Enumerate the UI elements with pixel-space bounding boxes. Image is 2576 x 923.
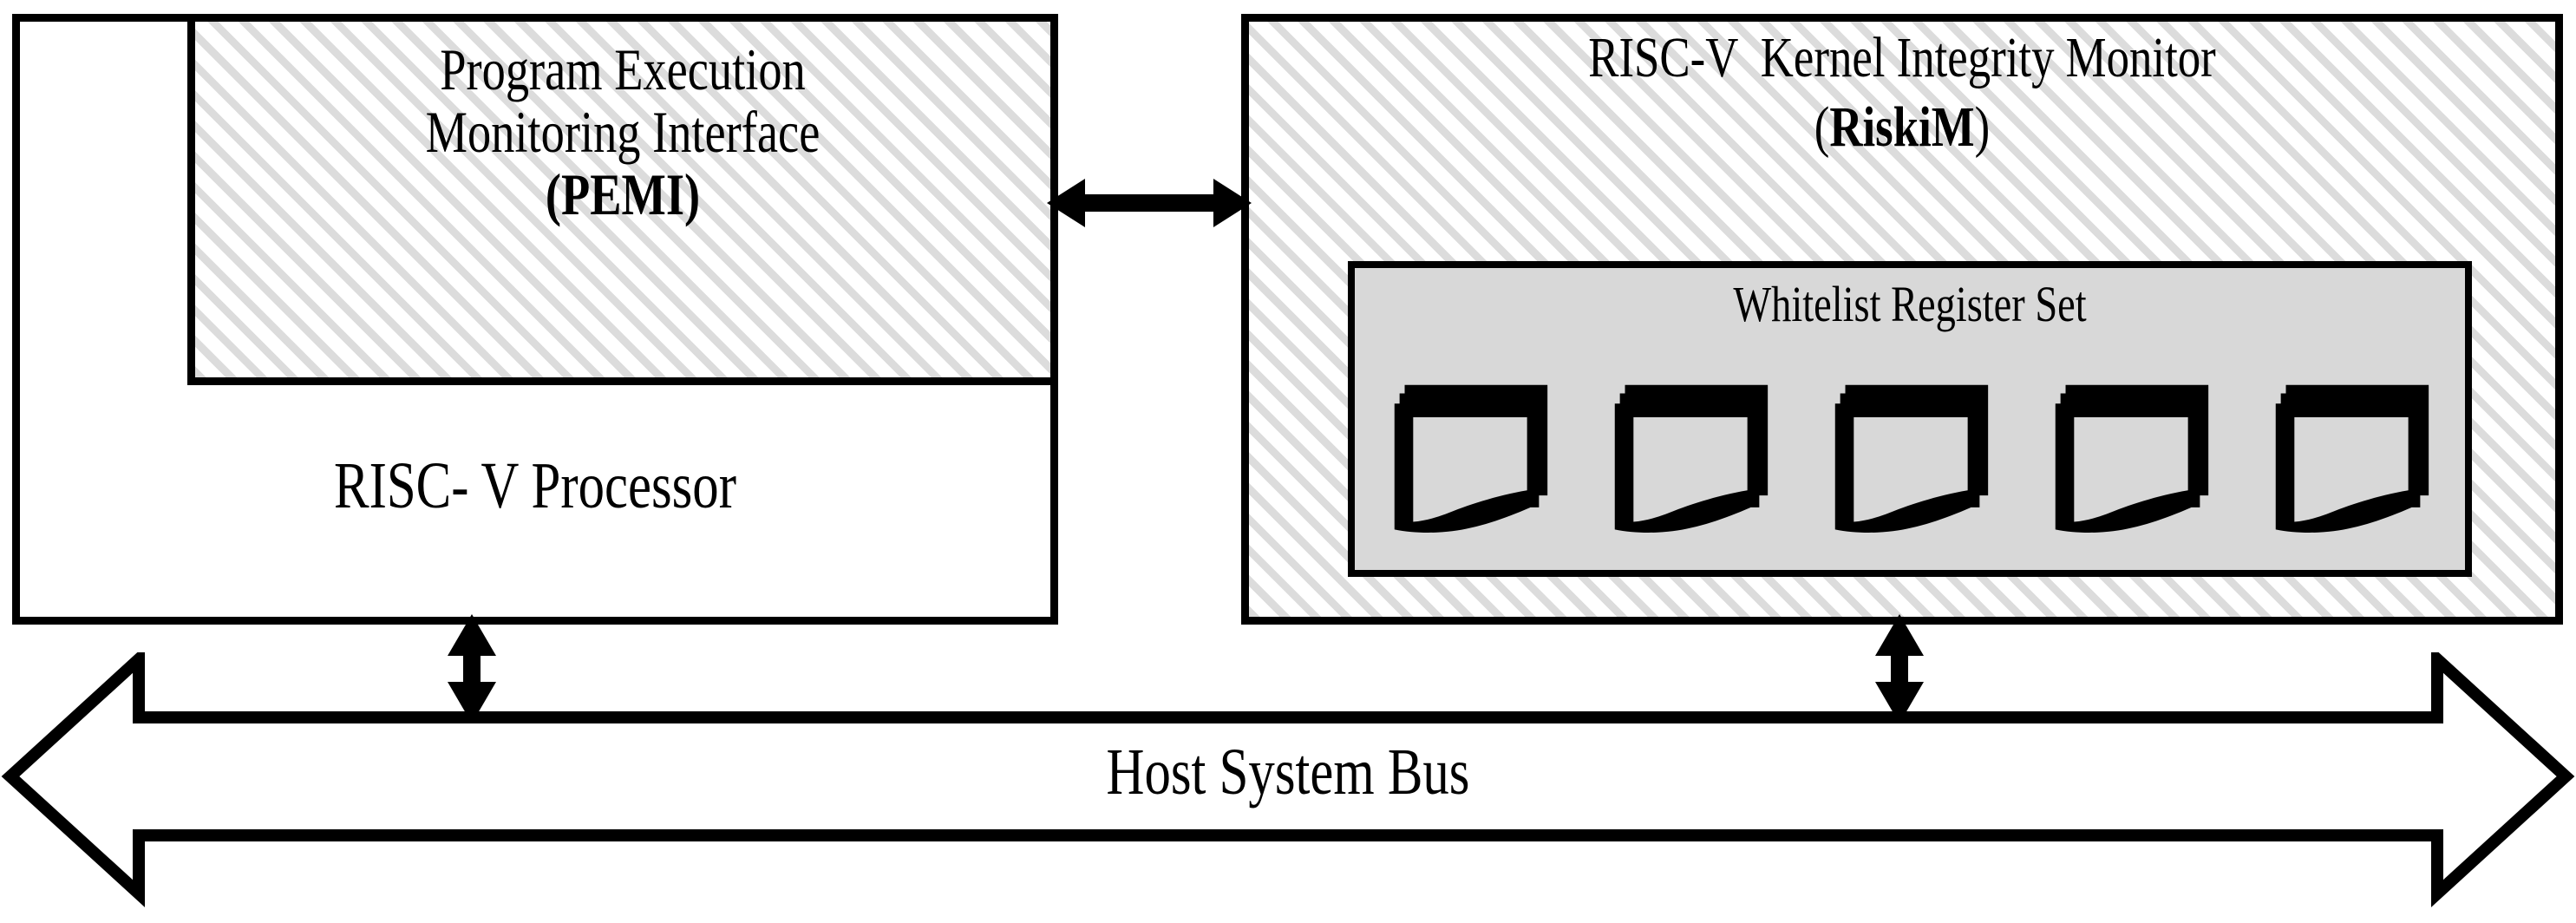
register-document-icon bbox=[2275, 384, 2429, 533]
pemi-title: Program Execution Monitoring Interface (… bbox=[274, 38, 971, 226]
register-document-icon bbox=[1614, 384, 1769, 533]
riskim-line-1: RISC-V Kernel Integrity Monitor bbox=[1588, 26, 2216, 89]
riskim-line-2: (RiskiM) bbox=[1373, 95, 2430, 159]
register-document-icon bbox=[2055, 384, 2209, 533]
register-document-icon bbox=[1834, 384, 1989, 533]
pemi-line-1: Program Execution bbox=[440, 36, 806, 102]
processor-label: RISC- V Processor bbox=[334, 449, 736, 522]
register-document-icon bbox=[1394, 384, 1548, 533]
pemi-line-3: (PEMI) bbox=[545, 161, 701, 228]
riskim-paren-open: ( bbox=[1814, 95, 1830, 159]
riskim-name: RiskiM bbox=[1829, 95, 1975, 159]
pemi-to-riskim-arrow-icon bbox=[1047, 179, 1252, 227]
processor-to-bus-arrow-icon bbox=[448, 614, 496, 723]
pemi-box bbox=[187, 14, 1058, 385]
pemi-line-2: Monitoring Interface bbox=[425, 99, 821, 166]
host-system-bus-arrow-icon bbox=[1, 652, 2575, 907]
register-icon-row bbox=[1384, 373, 2435, 555]
host-system-bus-label: Host System Bus bbox=[1106, 736, 1470, 808]
riskim-to-bus-arrow-icon bbox=[1875, 614, 1924, 723]
riskim-title: RISC-V Kernel Integrity Monitor(RiskiM) bbox=[1373, 28, 2430, 158]
whitelist-register-set-label: Whitelist Register Set bbox=[1733, 276, 2087, 332]
riskim-paren-close: ) bbox=[1974, 95, 1991, 159]
